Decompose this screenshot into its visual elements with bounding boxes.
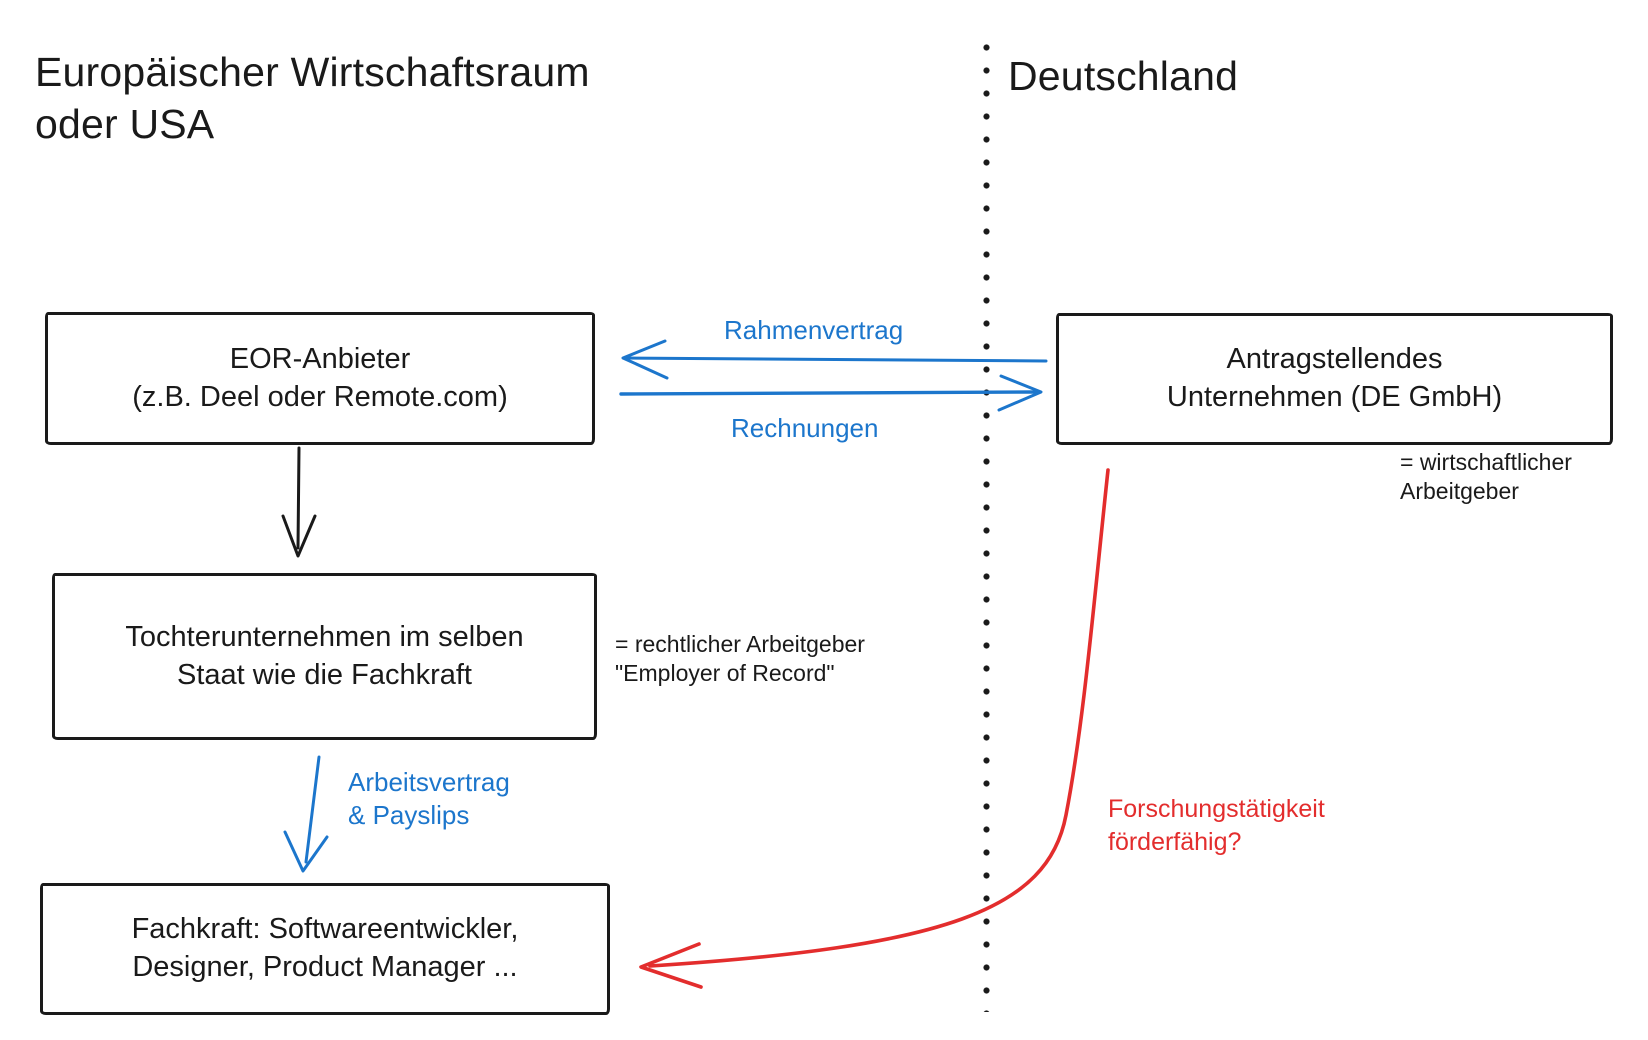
research-arrow [639, 468, 1110, 989]
box-applicant-company-label: Antragstellendes Unternehmen (DE GmbH) [1166, 343, 1503, 413]
rechnungen-arrowhead-icon [997, 374, 1043, 412]
rechnungen-arrow [619, 374, 1043, 412]
employment-arrowhead-icon [283, 830, 329, 873]
employment-arrow [283, 755, 329, 873]
box-subsidiary-label: Tochterunternehmen im selben Staat wie d… [125, 620, 524, 691]
box-specialist-label: Fachkraft: Softwareentwickler, Designer,… [131, 913, 519, 983]
eor-to-subsidiary-arrowhead-icon [281, 514, 317, 558]
employment-arrow-line [304, 755, 321, 864]
label-employment-contract: Arbeitsvertrag & Payslips [348, 767, 510, 830]
annotation-research-question: Forschungstätigkeit förderfähig? [1108, 795, 1325, 856]
research-arrowhead-icon [639, 942, 703, 989]
rahmenvertrag-arrowhead-icon [621, 339, 669, 380]
box-subsidiary: Tochterunternehmen im selben Staat wie d… [52, 573, 597, 740]
box-specialist: Fachkraft: Softwareentwickler, Designer,… [40, 883, 610, 1015]
country-separator-dotted-line [983, 44, 990, 1012]
annotation-economic-employer: = wirtschaftlicher Arbeitgeber [1400, 449, 1572, 505]
annotation-legal-employer: = rechtlicher Arbeitgeber "Employer of R… [615, 631, 865, 687]
research-arrow-curve [648, 468, 1110, 968]
box-eor-provider: EOR-Anbieter (z.B. Deel oder Remote.com) [45, 312, 595, 445]
eor-to-subsidiary-arrow [281, 446, 317, 558]
eor-to-subsidiary-arrow-line [296, 446, 301, 550]
region-title-germany: Deutschland [1008, 53, 1239, 99]
box-applicant-company: Antragstellendes Unternehmen (DE GmbH) [1056, 313, 1613, 445]
box-eor-provider-label: EOR-Anbieter (z.B. Deel oder Remote.com) [132, 342, 508, 413]
label-rahmenvertrag: Rahmenvertrag [724, 315, 904, 345]
rechnungen-arrow-line [619, 390, 1040, 396]
region-title-eea-usa: Europäischer Wirtschaftsraum oder USA [35, 49, 590, 148]
label-rechnungen: Rechnungen [731, 413, 879, 443]
